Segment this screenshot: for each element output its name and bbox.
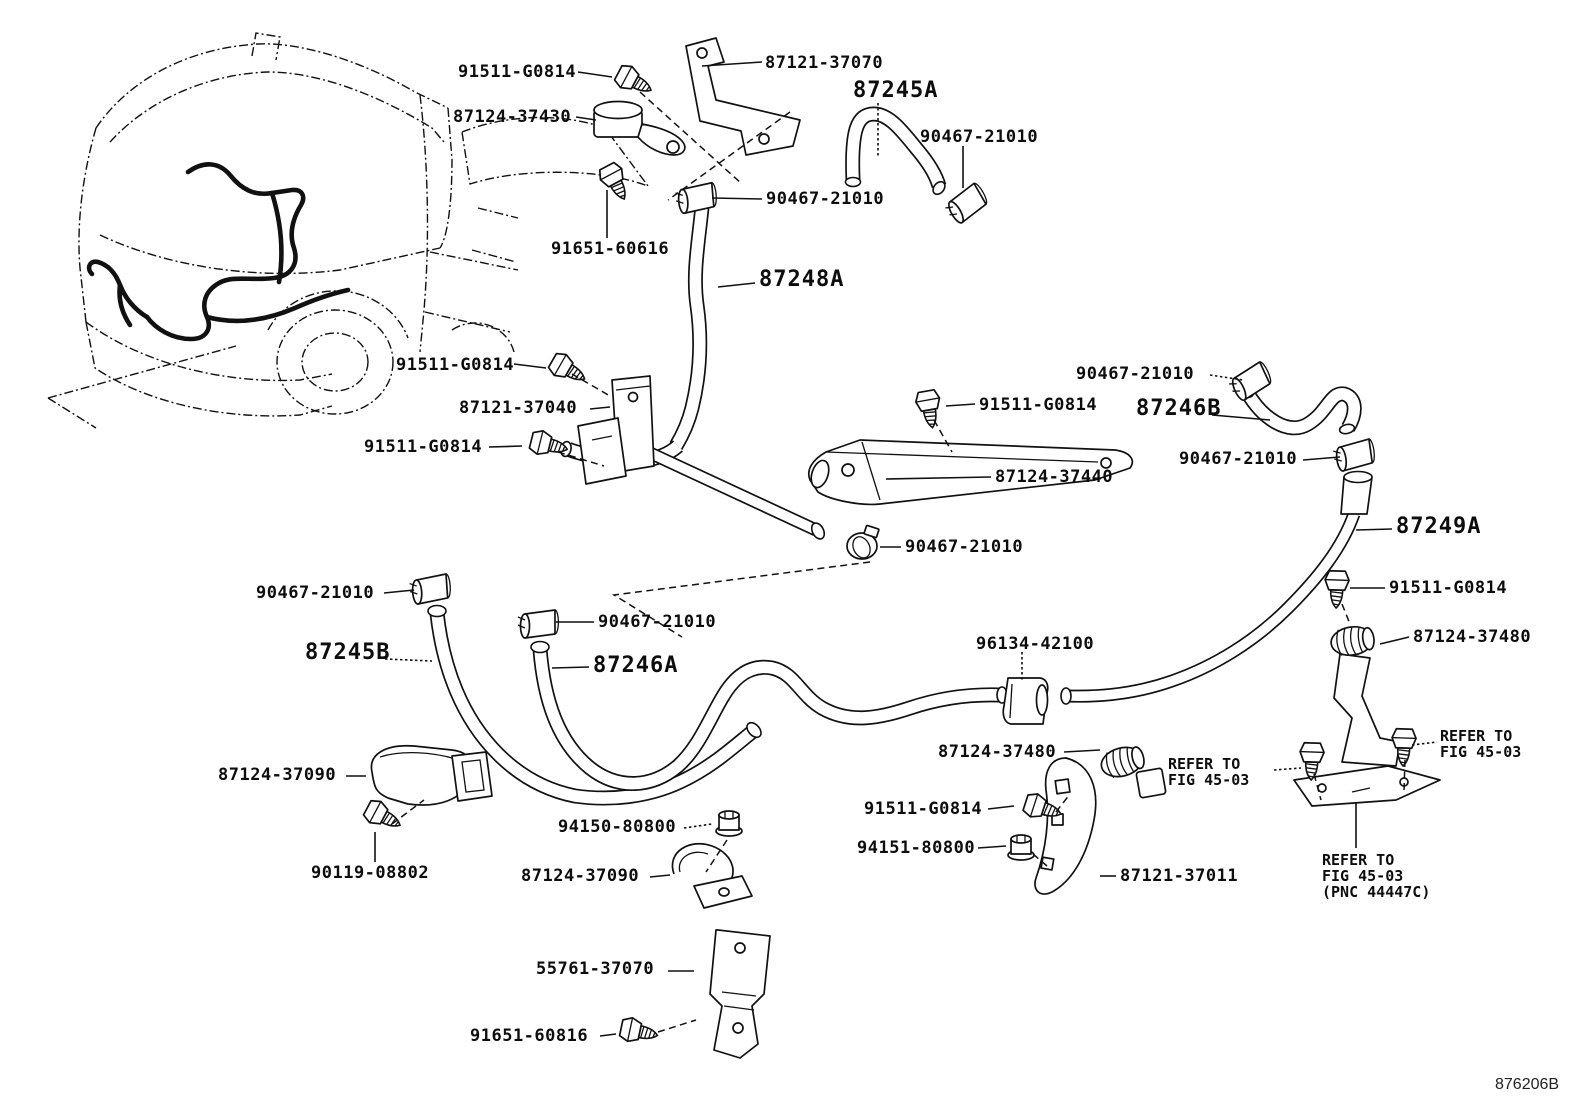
part-label-55761-37070: 55761-37070 [536, 959, 655, 979]
refer-note-right: REFER TO FIG 45-03 [1440, 727, 1522, 761]
part-label-87121-37070: 87121-37070 [765, 53, 884, 73]
nut-icon [715, 810, 743, 837]
bolt-icon [595, 159, 636, 206]
part-label-90467-21010: 90467-21010 [1179, 449, 1298, 469]
part-label-87246a: 87246A [593, 653, 679, 678]
bolt-icon [1323, 569, 1351, 610]
part-label-87124-37440: 87124-37440 [995, 467, 1114, 487]
part-label-94150-80800: 94150-80800 [558, 817, 677, 837]
bracket-refer-fig4503 [1293, 653, 1441, 807]
valve-87124-37430 [593, 100, 686, 156]
part-label-90467-21010: 90467-21010 [920, 127, 1039, 147]
part-label-91511-g0814: 91511-G0814 [1389, 578, 1508, 598]
part-label-90467-21010: 90467-21010 [1076, 364, 1195, 384]
clamp-87124-37090-lower [671, 842, 753, 909]
bolt-icon [617, 1015, 661, 1048]
figure-code: 876206B [1495, 1076, 1560, 1093]
clamp-icon [517, 609, 560, 639]
refer-note-left: REFER TO FIG 45-03 [1168, 755, 1250, 789]
joint-96134 [1002, 677, 1049, 725]
grommet-icon [1328, 623, 1377, 659]
part-label-87246b: 87246B [1136, 396, 1222, 421]
truck-cab-sketch [47, 32, 650, 429]
grommet-holder [1135, 767, 1167, 799]
bolt-icon [913, 388, 946, 431]
cover-87124-37090-upper [370, 744, 493, 806]
bolt-icon [611, 61, 658, 102]
part-label-94151-80800: 94151-80800 [857, 838, 976, 858]
part-label-91651-60616: 91651-60616 [551, 239, 670, 259]
part-label-87124-37090: 87124-37090 [521, 866, 640, 886]
part-label-91511-g0814: 91511-G0814 [396, 355, 515, 375]
hose-87245a [844, 106, 947, 196]
clamp-icon [1331, 437, 1377, 473]
leader-lines [346, 61, 1438, 1037]
part-label-91511-g0814: 91511-G0814 [458, 62, 577, 82]
part-label-87124-37480: 87124-37480 [1413, 627, 1532, 647]
bracket-87124-37440 [807, 439, 1134, 506]
part-label-87124-37480: 87124-37480 [938, 742, 1057, 762]
part-label-87245a: 87245A [853, 78, 939, 103]
clamp-icon [674, 181, 719, 215]
part-label-87245b: 87245B [305, 640, 391, 665]
part-label-91651-60816: 91651-60816 [470, 1026, 589, 1046]
clamp-icon [408, 572, 453, 606]
bolt-icon [545, 349, 592, 391]
bracket-55761-37070 [709, 929, 771, 1059]
part-label-91511-g0814: 91511-G0814 [864, 799, 983, 819]
bracket-87121-37011 [1034, 757, 1097, 895]
harness-highlight [86, 162, 351, 342]
part-label-87121-37011: 87121-37011 [1120, 866, 1239, 886]
hose-87245b [427, 604, 762, 806]
refer-note-bottom: REFER TO FIG 45-03 (PNC 44447C) [1322, 851, 1431, 901]
part-label-90467-21010: 90467-21010 [256, 583, 375, 603]
bracket-87121-37040 [577, 375, 655, 485]
nut-icon [1007, 834, 1035, 861]
part-label-90467-21010: 90467-21010 [766, 189, 885, 209]
part-label-87249a: 87249A [1396, 514, 1482, 539]
bolt-icon [1298, 741, 1326, 782]
part-label-87124-37430: 87124-37430 [453, 107, 572, 127]
bolt-icon [360, 796, 407, 837]
pipe-87249a [1060, 470, 1373, 705]
part-label-90467-21010: 90467-21010 [598, 612, 717, 632]
part-label-87248a: 87248A [759, 267, 845, 292]
clamp-icon [941, 180, 992, 227]
clamp-icon [846, 524, 880, 562]
part-label-87124-37090: 87124-37090 [218, 765, 337, 785]
part-label-91511-g0814: 91511-G0814 [364, 437, 483, 457]
clamp-icon [1225, 359, 1276, 404]
part-label-90119-08802: 90119-08802 [311, 863, 430, 883]
part-label-87121-37040: 87121-37040 [459, 398, 578, 418]
part-label-90467-21010: 90467-21010 [905, 537, 1024, 557]
part-label-91511-g0814: 91511-G0814 [979, 395, 1098, 415]
part-label-96134-42100: 96134-42100 [976, 634, 1095, 654]
